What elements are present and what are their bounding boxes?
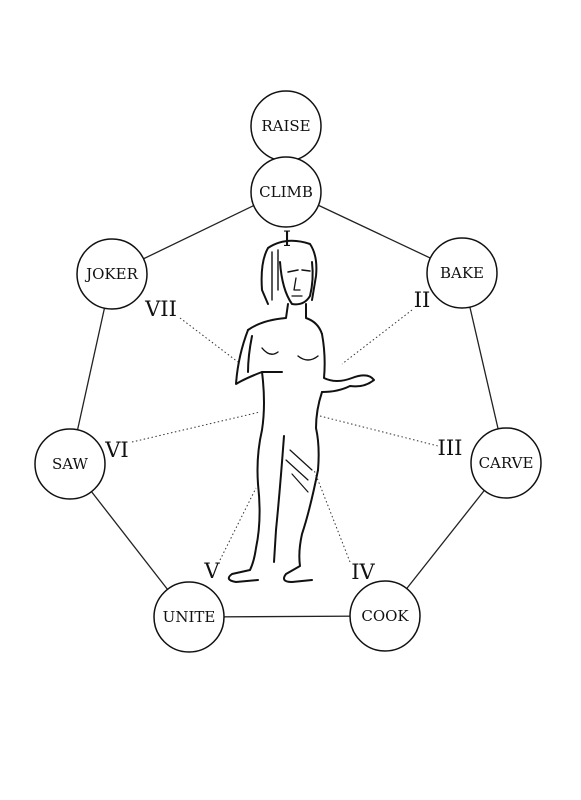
- spoke-vi: [131, 411, 261, 443]
- standing-human-figure: [227, 239, 375, 583]
- node-circles: [34, 90, 542, 653]
- node-circle-saw: [34, 428, 106, 500]
- node-label-unite: UNITE: [163, 608, 216, 626]
- face: [279, 261, 314, 306]
- spoke-vii: [179, 317, 239, 363]
- node-circle-cook: [349, 580, 421, 652]
- leg-shading: [285, 449, 313, 493]
- node-circle-climb: [250, 156, 322, 228]
- spoke-iv: [313, 469, 351, 563]
- node-label-saw: SAW: [52, 455, 89, 473]
- right-arm: [321, 333, 375, 393]
- legs: [227, 435, 319, 583]
- node-circle-bake: [426, 237, 498, 309]
- numeral-vi: VI: [104, 438, 128, 462]
- nose-mouth: [291, 277, 303, 297]
- node-label-bake: BAKE: [440, 264, 484, 282]
- numeral-ii: II: [414, 288, 431, 312]
- node-label-joker: JOKER: [84, 265, 138, 283]
- spoke-v: [219, 487, 257, 561]
- chest: [261, 347, 319, 361]
- eyes: [287, 269, 311, 273]
- numeral-i: I: [283, 227, 291, 251]
- torso: [256, 371, 323, 485]
- neck-shoulders: [247, 303, 323, 335]
- numeral-iv: IV: [351, 560, 375, 584]
- node-label-cook: COOK: [361, 607, 409, 625]
- numeral-iii: III: [438, 436, 463, 460]
- spoke-ii: [341, 309, 413, 365]
- numeral-v: V: [203, 559, 220, 583]
- node-label-carve: CARVE: [479, 454, 534, 472]
- node-label-raise: RAISE: [261, 117, 310, 135]
- left-arm: [235, 329, 283, 385]
- node-circle-carve: [470, 427, 542, 499]
- hair: [260, 239, 318, 305]
- dotted-spokes: [131, 309, 439, 563]
- numeral-vii: VII: [144, 297, 177, 321]
- hair-strands: [271, 249, 279, 301]
- node-label-climb: CLIMB: [259, 183, 313, 201]
- spoke-iii: [319, 415, 439, 447]
- node-circle-joker: [76, 238, 148, 310]
- node-circle-unite: [153, 581, 225, 653]
